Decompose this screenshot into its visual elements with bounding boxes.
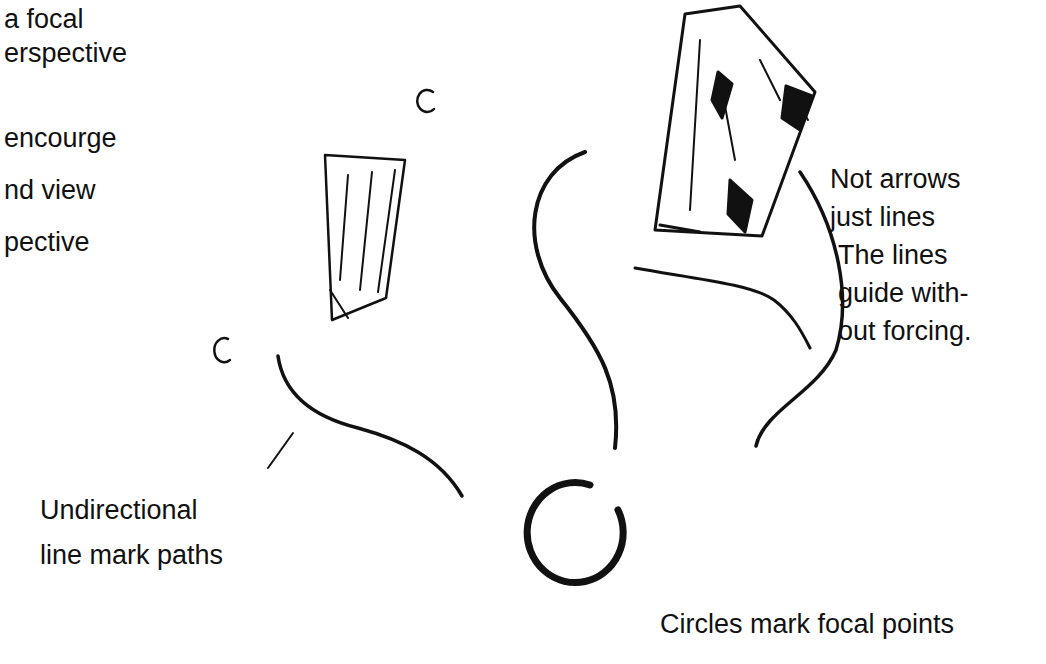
object-sketch — [330, 170, 395, 318]
focal-circle — [214, 338, 230, 362]
path-line — [534, 152, 616, 448]
handwritten-note: Undirectional line mark paths — [40, 488, 240, 578]
object-sketch — [655, 6, 815, 236]
leader-line — [268, 433, 293, 468]
focal-circle — [417, 90, 434, 112]
handwritten-note: The lines guide with- out forcing. — [838, 236, 1008, 350]
path-line — [278, 356, 462, 496]
handwritten-note: a focal erspective — [4, 2, 144, 70]
object-shading — [660, 72, 812, 232]
handwritten-note: Not arrows just lines — [830, 160, 1000, 236]
handwritten-note: Circles mark focal points — [660, 606, 1020, 642]
focal-circle — [527, 483, 623, 583]
path-line — [635, 268, 810, 348]
handwritten-note: encourge nd view pective — [4, 112, 134, 268]
object-sketch — [325, 155, 405, 320]
